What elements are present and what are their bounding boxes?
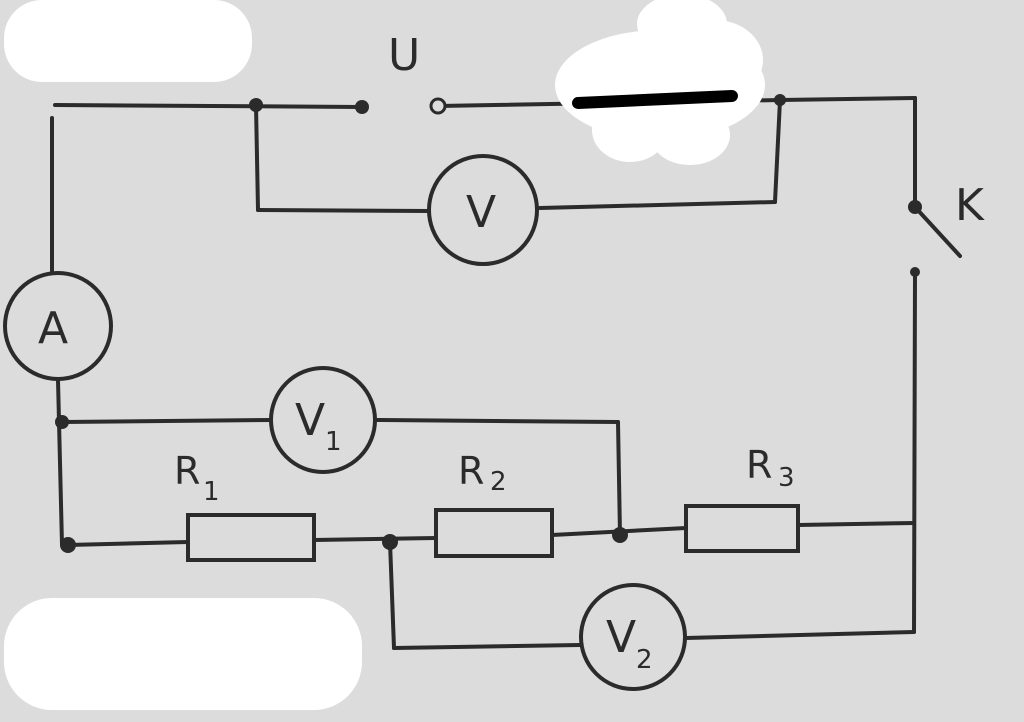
wire-r3-right	[796, 521, 916, 527]
voltmeter-1-symbol: V	[295, 395, 325, 446]
v2-wire-left-down	[388, 540, 396, 650]
voltmeter-main-label: V	[466, 187, 496, 238]
resistor-2-symbol: R	[458, 449, 484, 493]
voltmeter-1-subscript: 1	[325, 427, 342, 457]
ammeter-label: A	[38, 303, 68, 354]
switch-blade	[913, 205, 962, 258]
resistor-1-symbol: R	[174, 449, 200, 493]
resistor-3-subscript: 3	[778, 463, 795, 493]
resistor-1-subscript: 1	[203, 477, 220, 507]
redaction-top-center	[555, 0, 765, 165]
v-wire-left-down	[254, 103, 260, 212]
switch-label: K	[955, 180, 985, 231]
redaction-bottom-left	[4, 598, 362, 710]
voltmeter-2-subscript: 2	[636, 645, 653, 675]
v2-wire-left	[392, 643, 582, 650]
v2-wire-right	[684, 630, 916, 640]
top-wire	[53, 96, 917, 109]
resistor-2-subscript: 2	[490, 467, 507, 497]
voltmeter-2-symbol: V	[606, 612, 636, 663]
v-wire-right-up	[773, 98, 782, 204]
wire-to-r1	[66, 540, 190, 547]
resistor-1: R 1	[174, 449, 316, 562]
source-label: U	[388, 30, 420, 81]
v1-wire-left	[60, 418, 274, 424]
redaction-top-left	[4, 0, 252, 82]
left-wire-lower	[56, 378, 64, 547]
right-wire-lower	[912, 270, 917, 634]
v-wire-left	[256, 208, 432, 213]
source-terminal-right	[429, 97, 447, 115]
v1-wire-right	[373, 418, 620, 424]
resistor-3-symbol: R	[746, 443, 772, 487]
voltmeter-2: V 2	[579, 583, 687, 691]
ammeter: A	[3, 271, 113, 381]
resistor-3: R 3	[684, 443, 800, 553]
source-terminal-left	[355, 100, 369, 114]
node-r2-r3	[612, 527, 628, 543]
resistor-2: R 2	[434, 449, 554, 558]
voltmeter-main: V	[427, 154, 539, 266]
wire-r1-r2	[312, 536, 438, 542]
v1-wire-down	[616, 420, 622, 537]
voltmeter-1: V 1	[269, 366, 377, 474]
v-wire-right	[538, 200, 777, 210]
